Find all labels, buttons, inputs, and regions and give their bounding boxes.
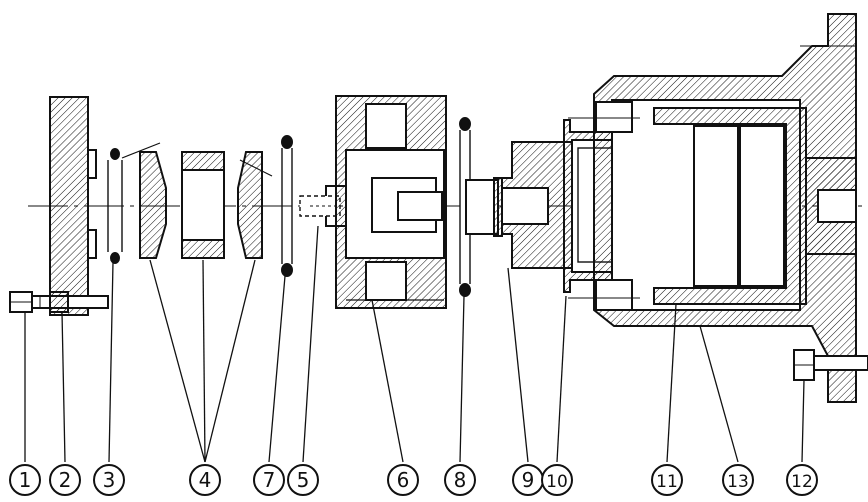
part-9-inner-magnet-hub <box>465 141 581 269</box>
callout-number: 10 <box>546 472 568 492</box>
callout-number: 2 <box>59 468 72 492</box>
callout-circle <box>253 464 285 496</box>
callout-10: 10 <box>541 464 573 496</box>
callout-3: 3 <box>93 464 125 496</box>
part-4-stator-ring <box>181 151 225 259</box>
callout-number: 6 <box>397 468 410 492</box>
callout-number: 3 <box>103 468 116 492</box>
part-2-end-plate <box>49 96 97 316</box>
callout-number: 7 <box>263 468 276 492</box>
callout-circle <box>49 464 81 496</box>
callout-number: 9 <box>522 468 535 492</box>
callout-2: 2 <box>49 464 81 496</box>
callout-circle <box>444 464 476 496</box>
callout-number: 12 <box>791 472 813 492</box>
callout-4: 4 <box>189 464 221 496</box>
callout-circle <box>93 464 125 496</box>
callout-6: 6 <box>387 464 419 496</box>
callout-circle <box>287 464 319 496</box>
callout-number: 13 <box>727 472 749 492</box>
callout-number: 5 <box>297 468 310 492</box>
callout-7: 7 <box>253 464 285 496</box>
callout-12: 12 <box>786 464 818 496</box>
callout-5: 5 <box>287 464 319 496</box>
callout-number: 4 <box>199 468 212 492</box>
part-7-o-ring <box>281 135 293 277</box>
callout-11: 11 <box>651 464 683 496</box>
callout-circle <box>387 464 419 496</box>
leader-lines <box>24 225 805 463</box>
callout-circle <box>189 464 221 496</box>
callout-8: 8 <box>444 464 476 496</box>
callout-circle <box>651 464 683 496</box>
part-6-pump-housing <box>335 95 447 309</box>
callout-circle <box>541 464 573 496</box>
callout-9: 9 <box>512 464 544 496</box>
callout-number: 11 <box>656 472 678 492</box>
callout-circle <box>722 464 754 496</box>
part-4-port-plate-left <box>121 142 167 259</box>
part-12-bolt <box>793 349 868 381</box>
callout-circle <box>786 464 818 496</box>
callout-number: 8 <box>454 468 467 492</box>
part-3-o-ring <box>107 148 123 264</box>
callout-circle <box>9 464 41 496</box>
part-4-port-plate-right <box>237 151 273 259</box>
part-1-bolt <box>9 291 109 313</box>
part-11-outer-magnet-rotor <box>653 107 857 305</box>
callout-number: 1 <box>19 468 32 492</box>
callout-13: 13 <box>722 464 754 496</box>
callout-1: 1 <box>9 464 41 496</box>
